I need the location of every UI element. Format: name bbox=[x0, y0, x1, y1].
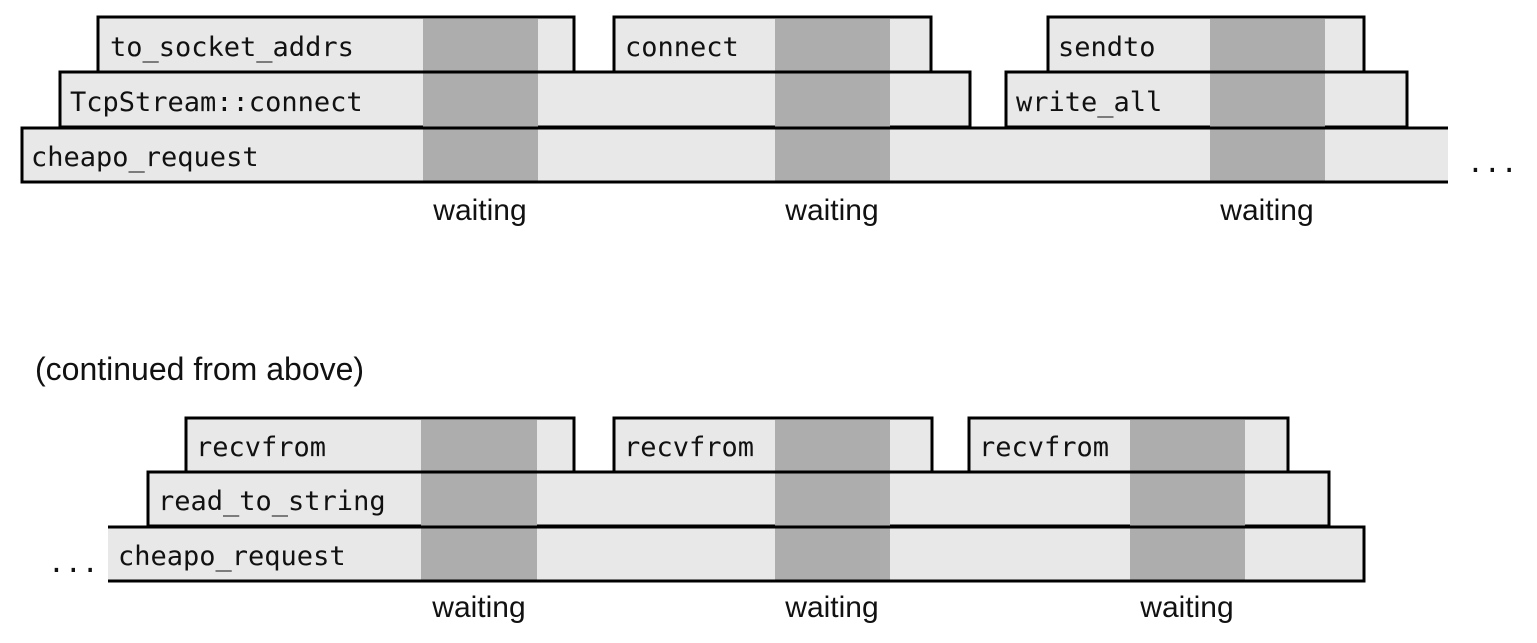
label-connect: connect bbox=[625, 32, 739, 63]
waiting-band bbox=[421, 420, 537, 580]
waiting-label: waiting bbox=[784, 591, 878, 624]
waiting-label: waiting bbox=[1219, 194, 1313, 227]
top-call-stack: to_socket_addrs connect sendto TcpStream… bbox=[20, 15, 1518, 227]
waiting-label: waiting bbox=[784, 194, 878, 227]
label-sendto: sendto bbox=[1058, 32, 1156, 63]
label-cheapo-request: cheapo_request bbox=[31, 142, 259, 173]
waiting-band bbox=[775, 420, 890, 580]
bottom-call-stack: recvfrom recvfrom recvfrom read_to_strin… bbox=[48, 416, 1366, 624]
waiting-label: waiting bbox=[1139, 591, 1233, 624]
waiting-band bbox=[1210, 19, 1325, 181]
label-write-all: write_all bbox=[1016, 87, 1162, 118]
continuation-ellipsis: ... bbox=[48, 546, 99, 579]
label-to-socket-addrs: to_socket_addrs bbox=[110, 32, 354, 63]
waiting-band bbox=[1130, 420, 1245, 580]
continuation-ellipsis: ... bbox=[1467, 146, 1518, 179]
label-cheapo-request: cheapo_request bbox=[118, 541, 346, 572]
label-recvfrom: recvfrom bbox=[196, 432, 326, 463]
label-tcpstream-connect: TcpStream::connect bbox=[70, 87, 363, 118]
label-read-to-string: read_to_string bbox=[158, 486, 386, 517]
label-recvfrom: recvfrom bbox=[624, 432, 754, 463]
continued-caption: (continued from above) bbox=[35, 351, 364, 387]
waiting-band bbox=[775, 19, 890, 181]
label-recvfrom: recvfrom bbox=[979, 432, 1109, 463]
waiting-band bbox=[423, 19, 538, 181]
waiting-label: waiting bbox=[431, 591, 525, 624]
waiting-label: waiting bbox=[432, 194, 526, 227]
